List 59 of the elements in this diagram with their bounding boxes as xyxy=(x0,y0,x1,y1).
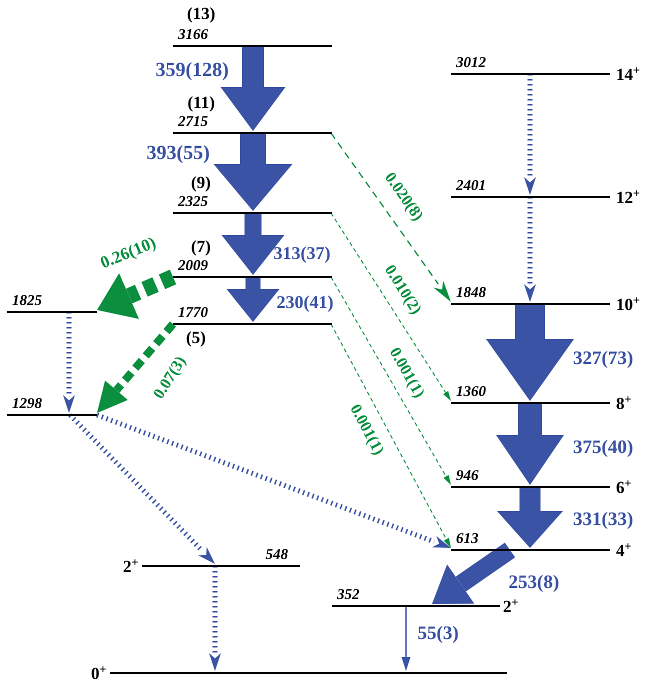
edge-label: 253(8) xyxy=(508,572,560,592)
ground-state-level xyxy=(110,670,507,674)
energy-label: 1360 xyxy=(456,384,486,400)
transition-arrow xyxy=(222,213,284,275)
transition-arrow xyxy=(497,487,563,548)
energy-label: 2715 xyxy=(178,114,208,130)
transition-arrow xyxy=(330,276,451,485)
spin-label: 8$^{+}$ xyxy=(616,395,632,413)
energy-label: 1770 xyxy=(178,304,208,320)
energy-label: 613 xyxy=(456,530,478,546)
transition-arrow xyxy=(496,403,564,485)
transition-arrow xyxy=(63,312,75,413)
spin-label: (13) xyxy=(187,5,216,23)
energy-label: 1825 xyxy=(12,292,42,308)
spin-label: 14$^{+}$ xyxy=(616,66,640,84)
transition-arrow xyxy=(330,324,451,548)
spin-label: 6$^{+}$ xyxy=(616,479,632,497)
spin-label: 10$^{+}$ xyxy=(616,296,640,314)
transition-arrow xyxy=(220,46,286,131)
energy-label: 3012 xyxy=(456,54,486,70)
spin-label: (5) xyxy=(186,329,206,347)
transition-arrow xyxy=(96,412,451,548)
transition-arrow xyxy=(68,413,215,564)
edge-label: 375(40) xyxy=(573,438,634,456)
transition-arrow xyxy=(97,321,176,413)
spin-label: (11) xyxy=(188,94,215,112)
transition-arrow xyxy=(214,133,292,211)
energy-label: 2325 xyxy=(178,194,208,210)
transition-arrow xyxy=(524,197,536,302)
edge-label: 393(55) xyxy=(146,143,210,163)
spin-label: 4$^{+}$ xyxy=(616,542,632,560)
spin-label: 12$^{+}$ xyxy=(616,189,640,207)
edge-label: 327(73) xyxy=(573,348,634,368)
edge-label: 55(3) xyxy=(418,624,459,642)
transition-arrow xyxy=(330,212,451,401)
edge-label: 331(33) xyxy=(573,510,634,528)
edge-label: 359(128) xyxy=(156,60,229,80)
edge-label: 230(41) xyxy=(276,293,334,311)
spin-label: (7) xyxy=(191,238,211,256)
energy-label: 946 xyxy=(456,468,478,484)
transition-arrow xyxy=(402,606,410,671)
energy-label: 352 xyxy=(337,586,360,602)
transition-arrow xyxy=(226,277,280,322)
energy-label: 1298 xyxy=(12,396,42,412)
spin-label: 2$^{+}$ xyxy=(503,598,518,616)
transition-arrow xyxy=(486,304,574,401)
energy-label: 548 xyxy=(266,546,288,562)
spin-label: (9) xyxy=(191,174,211,192)
edge-label: 313(37) xyxy=(274,244,330,262)
energy-label: 3166 xyxy=(178,26,208,42)
energy-label: 2401 xyxy=(456,178,486,194)
spin-label: 0$^{+}$ xyxy=(91,665,106,683)
energy-label: 1848 xyxy=(456,284,486,300)
transition-arrow xyxy=(524,74,536,195)
energy-label: 2009 xyxy=(178,258,208,274)
transition-arrow xyxy=(330,132,451,302)
transition-arrow xyxy=(97,270,176,319)
spin-label: 2$^{+}$ xyxy=(123,558,138,576)
transition-arrow xyxy=(209,566,221,671)
